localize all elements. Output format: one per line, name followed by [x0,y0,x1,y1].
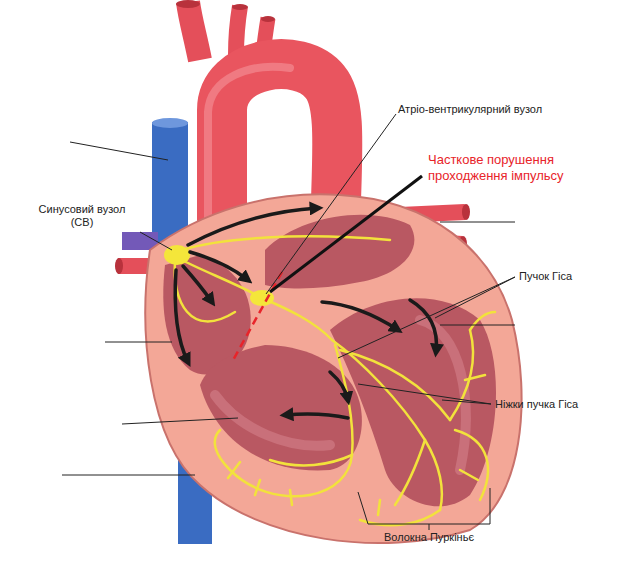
vessel-opening [176,0,200,8]
purkinje-fibre [450,330,473,420]
leader-line [122,418,238,424]
leader-line [435,277,515,318]
part-label: Пучок Гіса [519,270,572,283]
impulse-arrow [175,270,188,362]
part-label: Атріо-вентрикулярний вузол [398,103,542,116]
purkinje-twigs [228,375,485,515]
part-label: Синусовий вузол (СВ) [27,203,137,229]
bundle-branch [340,350,450,420]
part-label: Волокна Пуркіньє [384,531,474,544]
part-label: Ніжки пучка Гіса [495,398,578,411]
brachiocephalic-artery [188,2,200,60]
impulse-arrow [188,208,318,245]
conduction-fibres [175,236,495,525]
heart-wall [145,194,521,543]
callout-line [270,176,422,292]
impulse-arrow [285,414,348,418]
bundle-of-his [262,298,332,340]
purkinje-fibre [270,455,352,465]
vena-cava-opening [152,118,188,128]
impulse-arrow [322,302,398,330]
leader-line [105,342,172,343]
leader-line [442,400,491,404]
leader-line [358,384,491,404]
right-ventricle [200,345,362,470]
bachmann-bundle [182,236,390,250]
right-bundle-branch [310,345,353,495]
purkinje-bracket [358,488,490,530]
purkinje-fibre [215,430,310,496]
leader-line [140,232,172,250]
leader-line [70,142,168,160]
chamber-shading [215,395,330,446]
vessel-opening [232,4,248,10]
part-label: Часткове порушення проходження імпульсу [428,152,606,183]
leader-line [338,277,515,358]
vessel-opening [261,16,275,22]
carotid-artery [236,6,240,55]
impulse-arrow [330,372,348,400]
vessel-opening [462,204,470,220]
leader-line [440,325,515,326]
purkinje-fibre [360,510,440,525]
purkinje-fibre [470,312,495,330]
impulse-arrow [410,300,436,352]
leader-line [440,222,515,223]
vessel-opening [115,258,123,274]
purkinje-fibre [455,430,488,500]
block-dashed-line [232,272,282,362]
impulse-arrow [190,252,248,280]
purkinje-fibre [395,440,425,505]
left-bundle-branch [332,340,442,510]
leader-line [266,114,396,294]
internodal-tract [175,262,235,321]
leader-line [62,475,195,476]
impulse-arrow [183,266,212,302]
